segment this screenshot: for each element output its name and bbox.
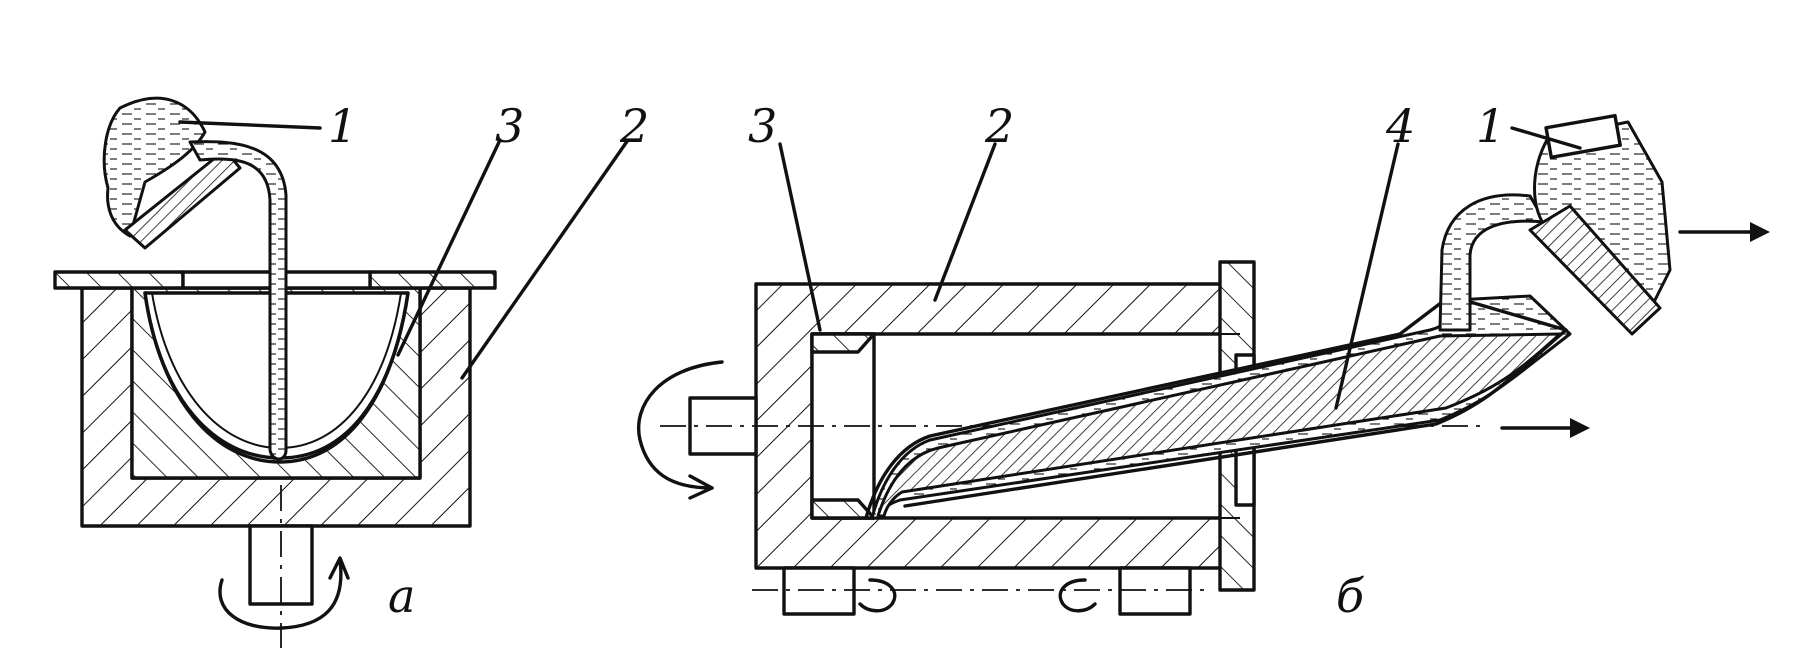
leader-1-b (1510, 126, 1582, 150)
support-arrow-left (858, 578, 897, 613)
casting-layer-a (143, 291, 410, 464)
rotation-arrow-a (218, 558, 343, 630)
ladle-top-b (1544, 113, 1622, 160)
rotation-arrowhead-a (328, 556, 350, 580)
ladle-spout-b (1528, 204, 1662, 336)
caption-b: б (1336, 569, 1365, 623)
caption-a: а (388, 569, 415, 623)
leader-2-a (460, 138, 630, 380)
trough-lining-b (876, 332, 1562, 518)
label-1-b: 1 (1476, 99, 1505, 153)
support-right (1118, 566, 1192, 616)
arrow-ladle-motion (1678, 222, 1770, 242)
mould-b-top (810, 332, 876, 354)
label-3-b: 3 (748, 99, 777, 153)
rotation-arrow-b (637, 360, 724, 490)
cover-plate-left (53, 270, 185, 290)
ladle-a (102, 96, 207, 238)
label-3-a: 3 (495, 99, 524, 153)
rotation-arrowhead-b (688, 474, 714, 500)
label-4-b: 4 (1385, 99, 1415, 153)
figure-a: 1 3 2 а (53, 96, 649, 648)
leader-4-b (1334, 142, 1400, 410)
pour-stream-b (1438, 193, 1547, 332)
label-1-a: 1 (328, 99, 357, 153)
pour-stream-a (188, 140, 288, 461)
support-arrow-right (1058, 578, 1097, 613)
trough-outline-b (864, 294, 1568, 520)
leader-3-a (396, 138, 502, 357)
label-2-a: 2 (619, 99, 649, 153)
figure-b: 3 2 4 1 б (637, 99, 1770, 623)
leader-2-b (933, 142, 997, 302)
label-2-b: 2 (984, 99, 1014, 153)
ladle-spout-a (123, 148, 242, 250)
leader-1-a (178, 120, 322, 130)
arrow-trough-motion (1500, 418, 1590, 438)
leader-3-b (778, 142, 822, 332)
support-left (782, 566, 856, 616)
